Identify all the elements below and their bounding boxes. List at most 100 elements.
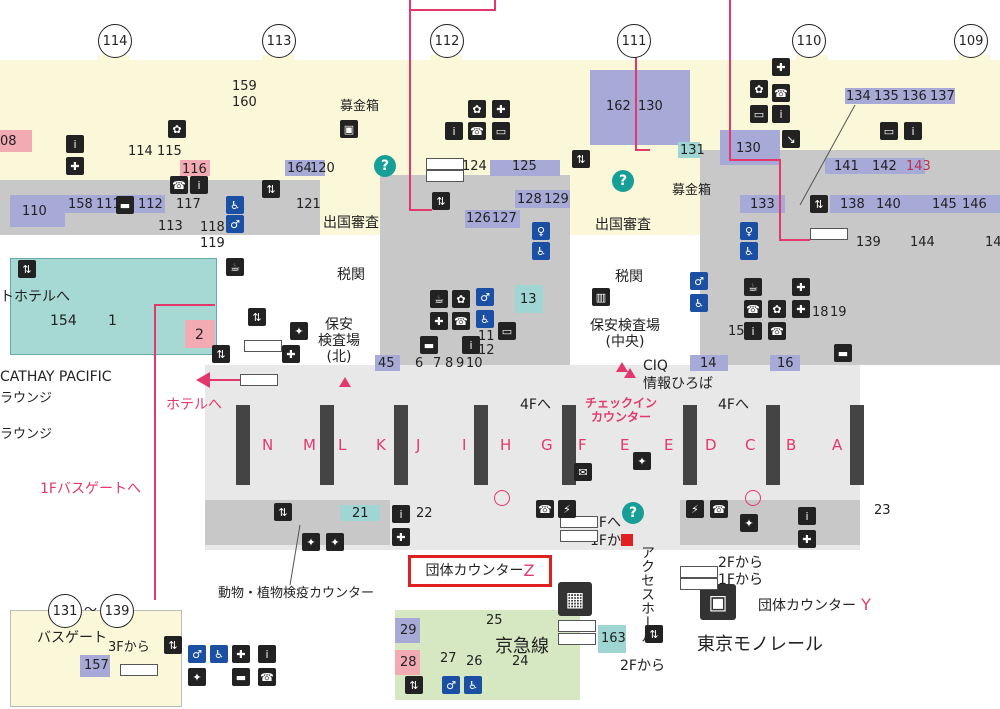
- shop-116-block: [180, 160, 210, 176]
- shop-15: 15: [728, 324, 745, 339]
- hotel-link-label: トホテルへ: [0, 289, 70, 305]
- phone-icon: ☎: [258, 668, 276, 686]
- bus-gate-range-sep: 〜: [84, 603, 98, 618]
- escalator-icon: [560, 530, 598, 542]
- restroom-icon: ♿: [464, 676, 482, 694]
- shop-116: 116: [182, 162, 207, 177]
- group-counter-z-letter: Z: [523, 561, 535, 580]
- shop-133-block: [740, 195, 785, 213]
- escalator-icon: [680, 578, 718, 590]
- shop-11: 11: [478, 329, 495, 344]
- shop-126: 126: [466, 211, 491, 226]
- shop-12: 12: [478, 343, 495, 358]
- smoking-icon: ▬: [420, 336, 438, 354]
- shop-131: 131: [680, 143, 705, 158]
- shop-26: 26: [466, 654, 483, 669]
- counter-G: [562, 405, 576, 485]
- shop-08: 08: [0, 134, 17, 149]
- customs-2-label: 税関: [615, 269, 643, 285]
- info-question-icon: ?: [374, 155, 396, 177]
- shop-162-block: [590, 70, 690, 145]
- restroom-icon: ♂: [226, 215, 244, 233]
- keikyu-label: 京急線: [495, 636, 549, 657]
- aed-icon: ✚: [232, 645, 250, 663]
- restroom-icon: ♂: [690, 272, 708, 290]
- from-1f-right-label: 1Fから: [718, 572, 763, 588]
- shop-114: 114: [128, 144, 153, 159]
- shop-24: 24: [512, 654, 529, 669]
- shop-124: 124: [462, 159, 487, 174]
- info-desk-icon: i: [190, 176, 208, 194]
- to-4f-left-label: 4Fへ: [520, 397, 551, 413]
- restroom-icon: ♿: [226, 196, 244, 214]
- info-desk-icon: i: [904, 122, 922, 140]
- bus-gate-131: 131: [48, 594, 82, 628]
- keikyu-area: [395, 610, 580, 700]
- exit-icon: ↘: [782, 130, 800, 148]
- shop-29-block: [395, 618, 420, 643]
- counter-A: [850, 405, 864, 485]
- shop-164: 164: [287, 161, 312, 176]
- shop-137: 137: [930, 89, 955, 104]
- monorail-icon: ▣: [700, 584, 736, 620]
- computer-icon: ▭: [498, 322, 516, 340]
- shop-128-block: [515, 190, 570, 208]
- escalator-icon: [426, 158, 464, 170]
- quarantine-label: 動物・植物検疫カウンター: [218, 586, 375, 601]
- shop-160: 160: [232, 95, 257, 110]
- shop-119: 119: [200, 236, 225, 251]
- counter-label-H: H: [500, 436, 512, 454]
- shop-111: 111: [96, 197, 121, 212]
- gate-110: 110: [792, 24, 826, 58]
- counter-label-E2: E: [664, 436, 674, 454]
- info-desk-icon: i: [798, 507, 816, 525]
- aed-icon: ✚: [66, 157, 84, 175]
- aed-icon: ✚: [792, 300, 810, 318]
- donation-box-icon: ▣: [340, 120, 358, 138]
- shop-22: 22: [416, 506, 433, 521]
- elevator-icon: ⇅: [262, 180, 280, 198]
- shop-136: 136: [902, 89, 927, 104]
- shop-1: 1: [108, 313, 117, 329]
- computer-icon: ▭: [880, 122, 898, 140]
- bus-gate-label: バスゲート: [37, 630, 107, 646]
- shop-14-block: [690, 355, 728, 371]
- gate-109: 109: [954, 24, 988, 58]
- shop-135: 135: [874, 89, 899, 104]
- counter-N: [236, 405, 250, 485]
- from-2f-right-label: 2Fから: [718, 555, 763, 571]
- shop-158-block: [65, 195, 165, 213]
- shop-157-block: [80, 655, 110, 677]
- nursery-icon: ✿: [452, 290, 470, 308]
- elevator-icon: ⇅: [248, 308, 266, 326]
- restroom-icon: ♿: [532, 242, 550, 260]
- shop-110: 110: [22, 204, 47, 219]
- escalator-icon: [244, 340, 282, 352]
- nursery-icon: ✿: [768, 300, 786, 318]
- shop-45-block: [375, 355, 400, 371]
- monorail-label: 東京モノレール: [697, 634, 823, 655]
- counter-K: [394, 405, 408, 485]
- from-3f-label: 3Fから: [108, 640, 150, 655]
- shop-164-block: [285, 160, 325, 176]
- person-icon: ✦: [188, 668, 206, 686]
- security-north-label: 保安 検査場 (北): [318, 317, 360, 366]
- counter-label-D: D: [705, 436, 717, 454]
- counter-label-J: J: [416, 436, 421, 454]
- info-question-icon: ?: [612, 170, 634, 192]
- shop-2-block: [185, 320, 215, 348]
- escalator-icon: [120, 664, 158, 676]
- phone-icon: ☎: [170, 176, 188, 194]
- checkin-label: チェックイン カウンター: [585, 396, 658, 424]
- elevator-icon: ⇅: [405, 676, 423, 694]
- shop-21-block: [340, 505, 380, 521]
- pier-113: [262, 55, 294, 125]
- shop-10: 10: [466, 356, 483, 371]
- shop-163: 163: [601, 631, 626, 646]
- shop-125: 125: [512, 159, 537, 174]
- escalator-icon: [680, 566, 718, 578]
- phone-icon: ☎: [452, 312, 470, 330]
- shop-45: 45: [378, 356, 395, 371]
- smoking-icon: ▬: [834, 344, 852, 362]
- person-icon: ✦: [633, 452, 651, 470]
